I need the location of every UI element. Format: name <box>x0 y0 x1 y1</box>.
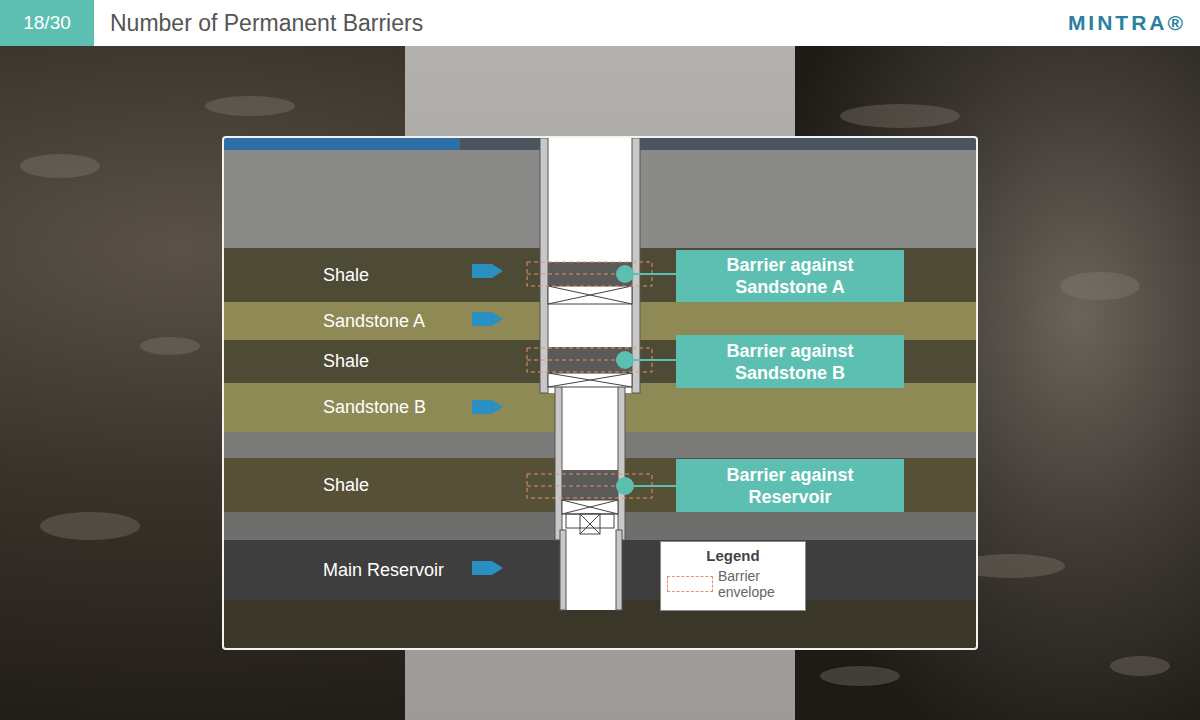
legend-box: LegendBarrier envelope <box>660 541 806 611</box>
barrier-callout: Barrier against Sandstone B <box>676 335 904 388</box>
node-text: 18/30 <box>23 12 71 34</box>
legend-row: Barrier envelope <box>667 568 805 600</box>
wellbore <box>224 138 976 648</box>
node-text: Barrier against Sandstone A <box>686 254 894 298</box>
slide-title: Number of Permanent Barriers <box>110 10 423 37</box>
legend-swatch <box>667 576 713 592</box>
node-text: Barrier against Sandstone B <box>686 340 894 384</box>
node-text: Shale <box>323 351 369 372</box>
node-text: Shale <box>323 265 369 286</box>
legend-title: Legend <box>661 547 805 564</box>
node-text: Barrier against Reservoir <box>686 464 894 508</box>
node-text: Shale <box>323 475 369 496</box>
barrier-callout: Barrier against Reservoir <box>676 459 904 512</box>
node-text: Sandstone A <box>323 311 425 332</box>
barrier-callout: Barrier against Sandstone A <box>676 250 904 302</box>
node-text: Main Reservoir <box>323 560 444 581</box>
node-text: Sandstone B <box>323 397 426 418</box>
page-counter: 18/30 <box>0 0 94 46</box>
brand-logo: MINTRA® <box>1068 11 1186 35</box>
legend-text: Barrier envelope <box>718 568 805 600</box>
